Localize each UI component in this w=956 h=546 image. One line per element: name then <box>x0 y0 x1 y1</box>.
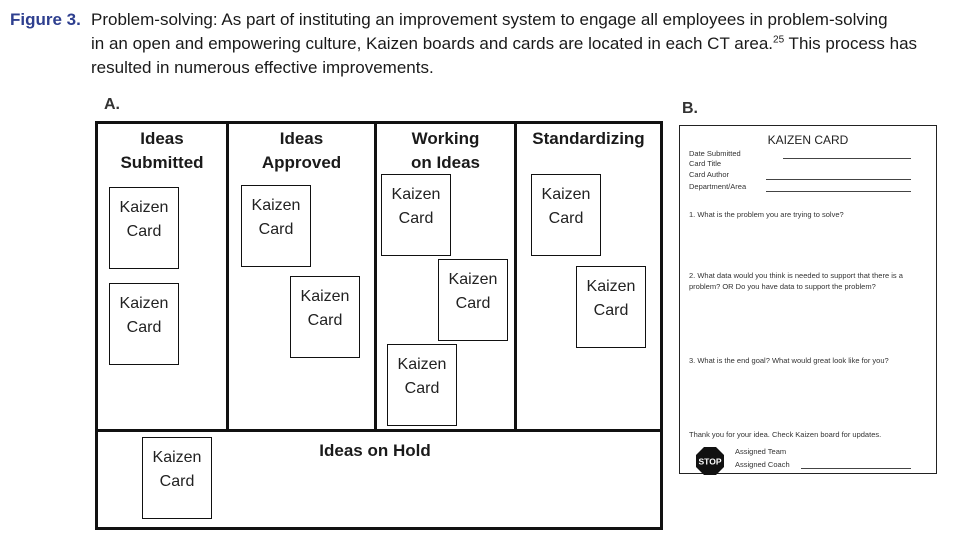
column-header-line: Submitted <box>120 153 204 172</box>
assigned-team-label: Assigned Team <box>735 447 787 456</box>
column-header-line: Ideas <box>279 129 324 148</box>
column-header-ideas-approved: Ideas Approved <box>229 127 374 175</box>
card-line: Card <box>548 210 584 227</box>
field-card-author: Card Author <box>689 170 730 179</box>
card-line: Kaizen <box>251 197 301 214</box>
thank-you-note: Thank you for your idea. Check Kaizen bo… <box>689 430 882 439</box>
field-underline <box>766 179 911 180</box>
figure-label: Figure 3. <box>10 10 81 29</box>
card-line: Card <box>126 319 162 336</box>
column-divider <box>374 121 377 432</box>
column-header-line: Approved <box>261 153 342 172</box>
card-line: Card <box>307 312 343 329</box>
question-2: 2. What data would you think is needed t… <box>689 271 903 291</box>
field-card-title: Card Title <box>689 159 722 168</box>
card-line: Card <box>455 295 491 312</box>
card-line: Kaizen <box>397 356 447 373</box>
kaizen-card: Kaizen Card <box>438 259 508 341</box>
card-line: Kaizen <box>119 199 169 216</box>
card-line: Card <box>593 302 629 319</box>
stop-sign-text: STOP <box>699 457 722 467</box>
card-line: Kaizen <box>119 295 169 312</box>
kaizen-card: Kaizen Card <box>142 437 212 519</box>
caption-line-2: in an open and empowering culture, Kaize… <box>91 32 917 56</box>
card-line: Kaizen <box>541 186 591 203</box>
column-header-line: on Ideas <box>411 153 480 172</box>
question-3: 3. What is the end goal? What would grea… <box>689 356 889 365</box>
kaizen-card: Kaizen Card <box>531 174 601 256</box>
column-header-line: Standardizing <box>532 129 645 148</box>
card-line: Kaizen <box>448 271 498 288</box>
board-frame <box>95 121 663 530</box>
kaizen-card-title: KAIZEN CARD <box>767 133 849 147</box>
column-header-ideas-submitted: Ideas Submitted <box>98 127 226 175</box>
card-line: Kaizen <box>391 186 441 203</box>
caption-ref: 25 <box>773 34 785 46</box>
caption-line-1: Problem-solving: As part of instituting … <box>91 10 888 29</box>
card-line: Card <box>398 210 434 227</box>
panel-b-label: B. <box>682 100 698 117</box>
column-divider <box>226 121 229 432</box>
hold-divider <box>95 429 663 432</box>
kaizen-card-form: KAIZEN CARD Date Submitted Card Title Ca… <box>679 125 937 475</box>
stop-sign-icon: STOP <box>696 447 724 475</box>
kaizen-card: Kaizen Card <box>576 266 646 348</box>
field-underline <box>801 468 911 469</box>
card-line: Kaizen <box>152 449 202 466</box>
field-underline <box>766 191 911 192</box>
column-divider <box>514 121 517 432</box>
kaizen-card: Kaizen Card <box>109 187 179 269</box>
field-underline <box>783 158 911 159</box>
hold-header: Ideas on Hold <box>275 439 475 463</box>
field-date-submitted: Date Submitted <box>689 149 741 158</box>
card-line: Card <box>126 223 162 240</box>
kaizen-card: Kaizen Card <box>290 276 360 358</box>
kaizen-card: Kaizen Card <box>387 344 457 426</box>
card-line: Kaizen <box>300 288 350 305</box>
kaizen-card: Kaizen Card <box>109 283 179 365</box>
caption-line-2-text: in an open and empowering culture, Kaize… <box>91 34 774 53</box>
question-1: 1. What is the problem you are trying to… <box>689 210 844 219</box>
panel-a-label: A. <box>104 96 120 113</box>
column-header-standardizing: Standardizing <box>517 127 660 151</box>
kaizen-board: Ideas Submitted Ideas Approved Working o… <box>95 121 663 530</box>
column-header-line: Ideas <box>140 129 184 148</box>
caption-line-2-end: This process has <box>784 34 918 53</box>
card-line: Card <box>159 473 195 490</box>
assigned-coach-label: Assigned Coach <box>735 460 790 469</box>
card-line: Card <box>404 380 440 397</box>
caption-line-3: resulted in numerous effective improveme… <box>91 58 434 77</box>
kaizen-card: Kaizen Card <box>381 174 451 256</box>
card-line: Card <box>258 221 294 238</box>
kaizen-card: Kaizen Card <box>241 185 311 267</box>
column-header-working-on-ideas: Working on Ideas <box>377 127 514 175</box>
column-header-line: Working <box>411 129 480 148</box>
field-department-area: Department/Area <box>689 182 747 191</box>
hold-header-text: Ideas on Hold <box>319 441 431 460</box>
card-line: Kaizen <box>586 278 636 295</box>
